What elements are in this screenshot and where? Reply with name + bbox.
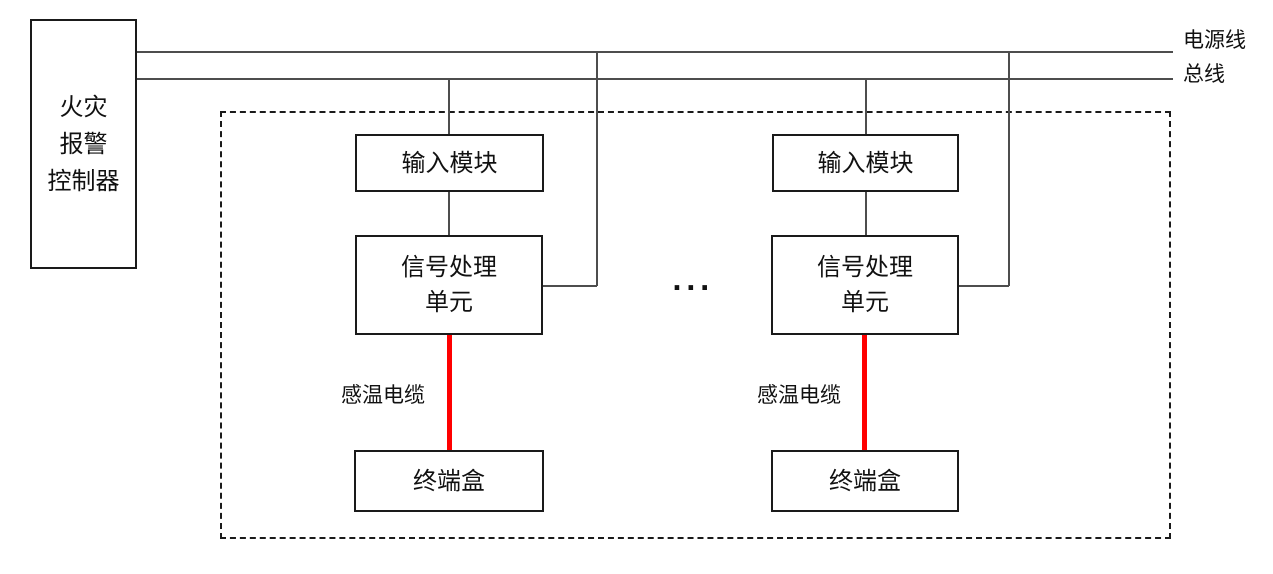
zone-boundary-dashed-box bbox=[220, 111, 1171, 539]
unit1-terminal-box-label: 终端盒 bbox=[413, 467, 485, 495]
bus-line-label: 总线 bbox=[1183, 63, 1225, 86]
power-line bbox=[137, 51, 1173, 53]
repeat-units-ellipsis: ... bbox=[672, 267, 714, 297]
unit1-power-feed-wire bbox=[543, 285, 597, 287]
unit1-power-drop-wire bbox=[596, 52, 598, 286]
unit1-sensing-cable-label: 感温电缆 bbox=[341, 384, 425, 407]
unit2-terminal-box: 终端盒 bbox=[771, 450, 959, 512]
unit1-signal-unit-box: 信号处理 单元 bbox=[355, 235, 543, 335]
unit2-sensing-cable bbox=[862, 335, 867, 451]
unit2-signal-unit-label: 信号处理 单元 bbox=[817, 254, 913, 316]
unit1-bus-drop-wire bbox=[448, 79, 450, 135]
unit1-terminal-box: 终端盒 bbox=[354, 450, 544, 512]
fire-alarm-controller-box: 火灾 报警 控制器 bbox=[30, 19, 137, 269]
unit2-bus-drop-wire bbox=[865, 79, 867, 135]
unit2-signal-unit-box: 信号处理 单元 bbox=[771, 235, 959, 335]
unit1-input-module-box: 输入模块 bbox=[355, 134, 544, 192]
unit1-module-to-signal-wire bbox=[448, 192, 450, 235]
power-line-label: 电源线 bbox=[1183, 29, 1246, 52]
unit1-sensing-cable bbox=[447, 335, 452, 451]
unit2-input-module-label: 输入模块 bbox=[817, 149, 914, 177]
bus-line bbox=[137, 78, 1173, 80]
unit2-input-module-box: 输入模块 bbox=[772, 134, 959, 192]
unit2-module-to-signal-wire bbox=[865, 192, 867, 235]
unit1-input-module-label: 输入模块 bbox=[401, 149, 498, 177]
unit2-terminal-box-label: 终端盒 bbox=[829, 467, 901, 495]
fire-alarm-controller-label: 火灾 报警 控制器 bbox=[47, 93, 120, 195]
unit2-sensing-cable-label: 感温电缆 bbox=[757, 384, 841, 407]
unit1-signal-unit-label: 信号处理 单元 bbox=[401, 254, 497, 316]
unit2-power-feed-wire bbox=[959, 285, 1009, 287]
unit2-power-drop-wire bbox=[1008, 52, 1010, 286]
